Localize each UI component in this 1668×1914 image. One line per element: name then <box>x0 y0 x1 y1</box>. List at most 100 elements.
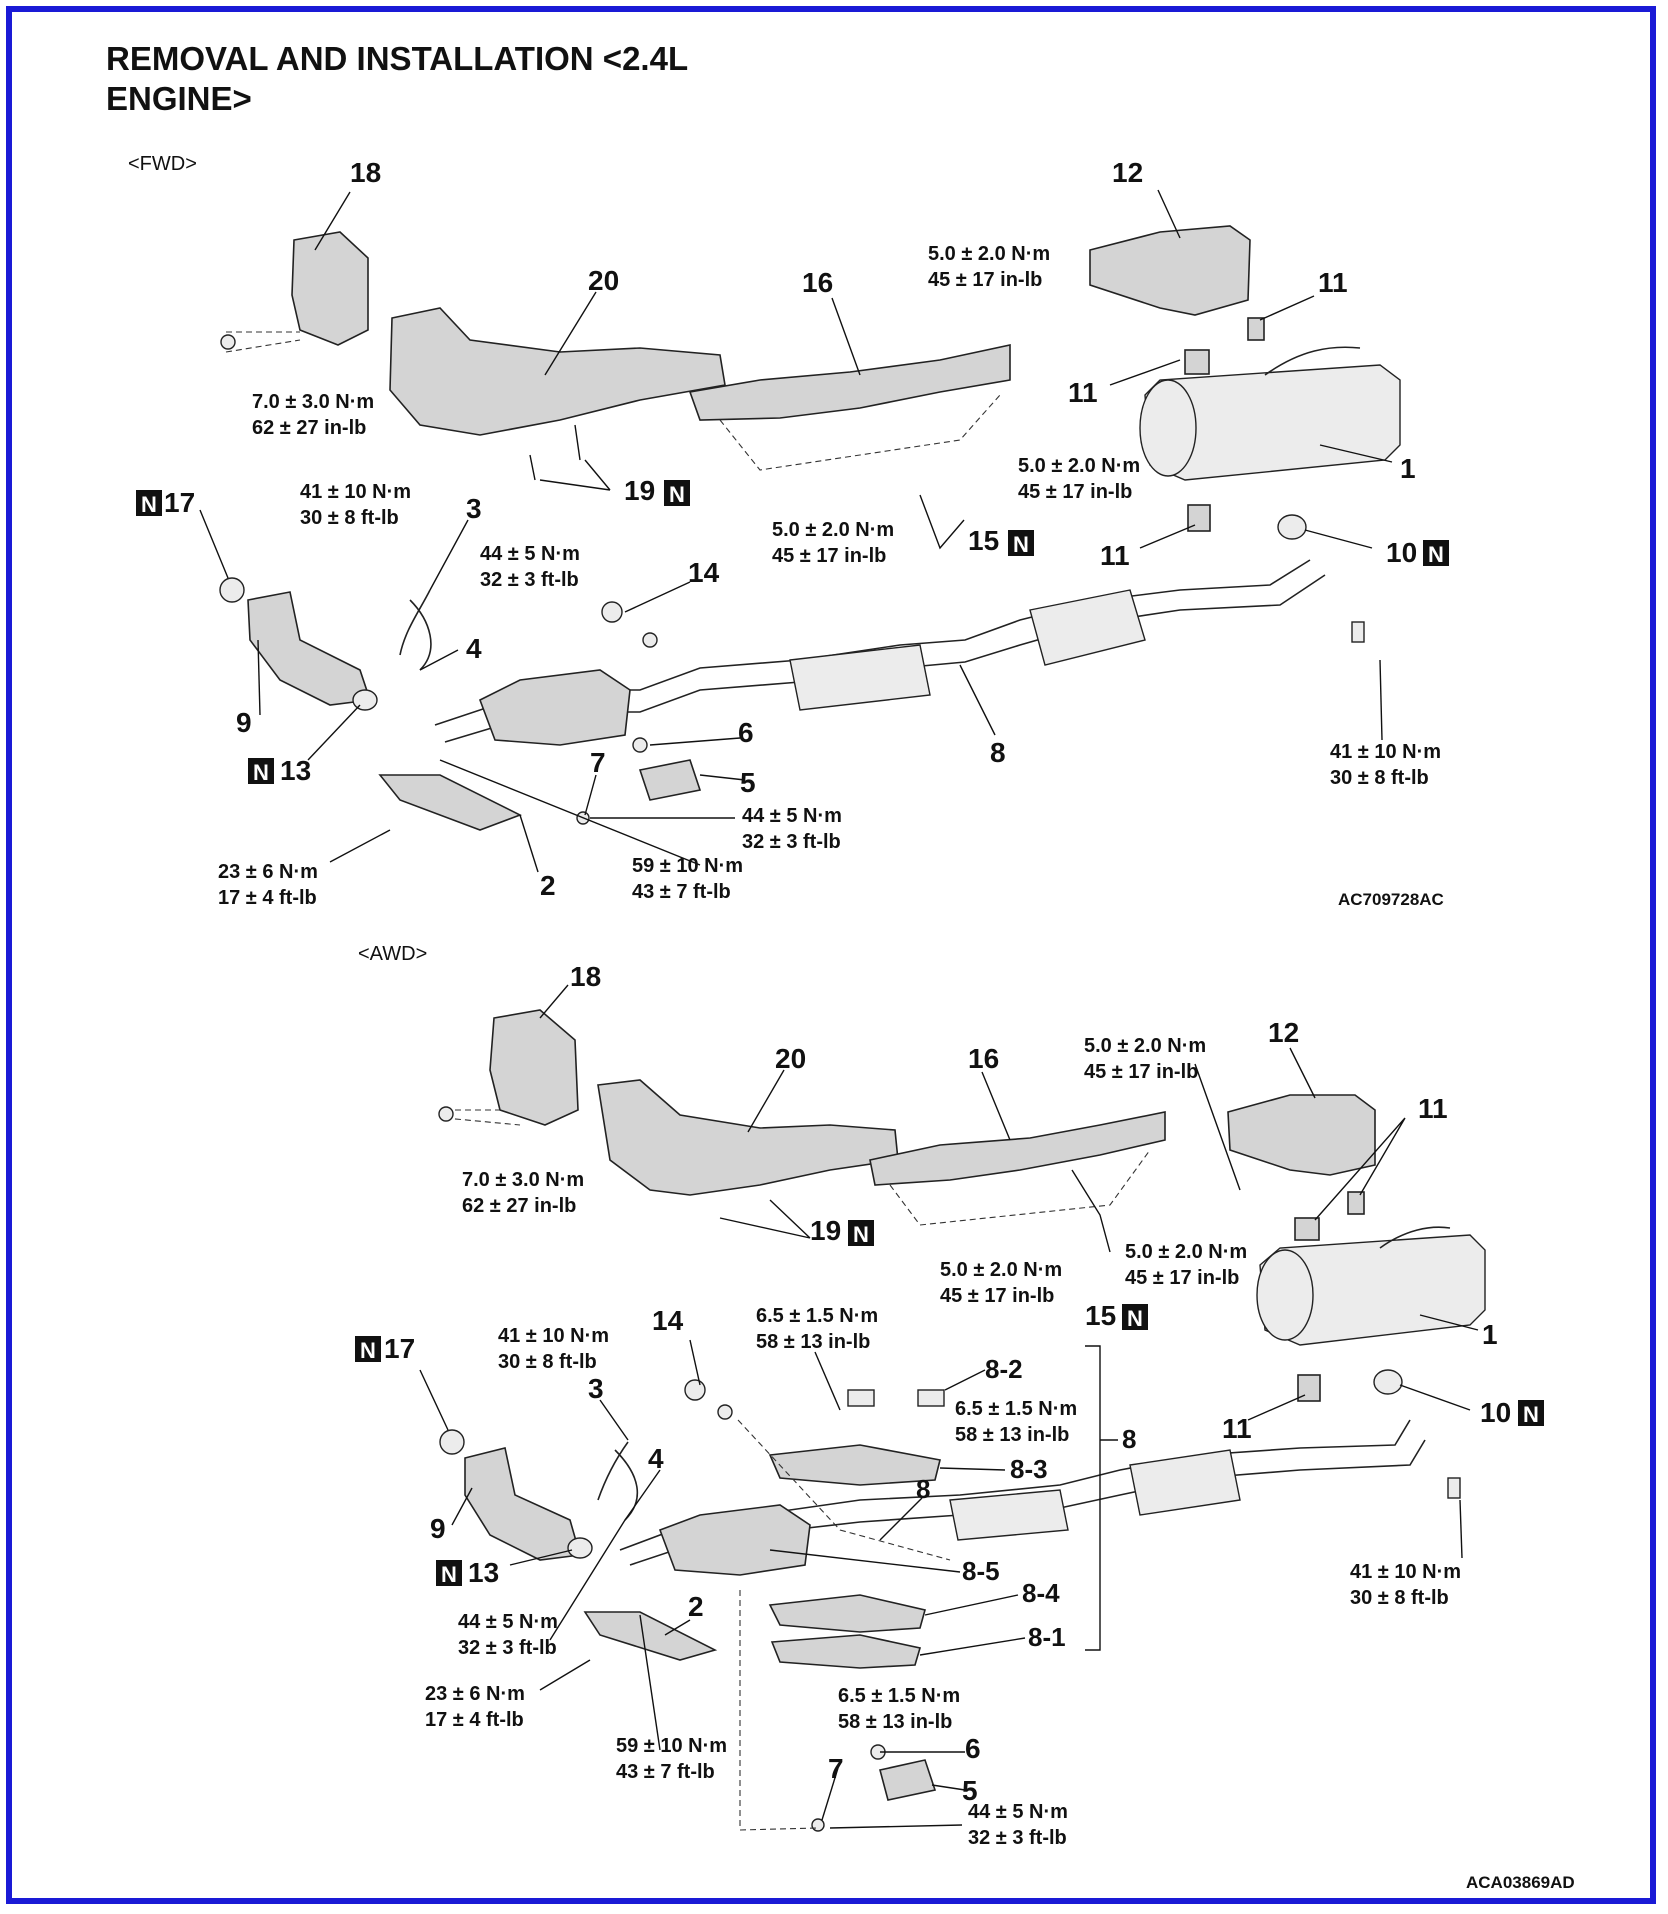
svg-text:N: N <box>1127 1306 1143 1331</box>
fwd-torque-12-nm: 5.0 ± 2.0 N·m <box>928 243 1050 265</box>
fwd-hanger-14-washer <box>642 632 658 648</box>
awd-callout-8-5: 8-5 <box>962 1556 1000 1586</box>
fwd-lead-7 <box>584 774 597 816</box>
fwd-torque-2-nm: 23 ± 6 N·m <box>218 861 318 883</box>
fwd-oxygen-sensor-3-wire <box>399 589 431 656</box>
fwd-lead-16 <box>831 297 861 376</box>
fwd-lead-14 <box>624 581 691 613</box>
awd-callout-14: 14 <box>652 1305 684 1336</box>
fwd-bracket-2 <box>378 774 522 831</box>
fwd-lead-4 <box>419 649 459 671</box>
fwd-callout-11-lower: 11 <box>1100 540 1130 571</box>
fwd-oxygen-sensor-4-wire <box>409 599 432 671</box>
awd-callout-11-upper: 11 <box>1418 1093 1448 1124</box>
awd-torque-5-nm: 44 ± 5 N·m <box>968 1801 1068 1823</box>
awd-spring-bolt <box>1447 1477 1461 1499</box>
fwd-lead-2 <box>519 814 539 873</box>
fwd-section-label: <FWD> <box>128 153 197 175</box>
awd-oxygen-sensor-3-wire <box>597 1441 629 1501</box>
awd-lead-7-torque <box>639 1614 661 1751</box>
fwd-18-guide <box>225 331 301 353</box>
awd-lead-11-lower <box>1247 1394 1306 1421</box>
awd-callout-8-4: 8-4 <box>1022 1578 1060 1608</box>
fwd-front-pipe-9 <box>247 591 372 706</box>
svg-text:N: N <box>141 492 157 517</box>
fwd-callout-1: 1 <box>1400 453 1416 484</box>
awd-callout-8b: 8 <box>916 1474 930 1504</box>
awd-heat-protector-8-1 <box>770 1634 922 1669</box>
fwd-torque-12-inlb: 45 ± 17 in-lb <box>928 269 1042 291</box>
fwd-18-bolt <box>220 334 236 350</box>
awd-lead-5-torque <box>829 1824 963 1829</box>
fwd-lead-1 <box>1319 444 1393 463</box>
fwd-bracket-5 <box>638 759 702 801</box>
fwd-callout-18: 18 <box>350 157 381 188</box>
fwd-torque-4-nm: 44 ± 5 N·m <box>480 543 580 565</box>
awd-lead-12 <box>1289 1047 1316 1099</box>
fwd-callout-11-right: 11 <box>1318 267 1348 298</box>
awd-clamp-8-2a <box>847 1389 875 1407</box>
awd-lead-4 <box>549 1469 661 1641</box>
awd-lead-15 <box>1071 1169 1111 1253</box>
fwd-lead-2-torque <box>329 829 391 863</box>
awd-torque-10-ftlb: 30 ± 8 ft-lb <box>1350 1587 1449 1609</box>
awd-hanger-11-lower <box>1297 1374 1321 1402</box>
awd-heat-protector-8-3 <box>768 1444 941 1486</box>
awd-heat-protector-8-4 <box>768 1594 926 1633</box>
fwd-torque-15-inlb: 45 ± 17 in-lb <box>1018 481 1132 503</box>
fwd-torque-5-ftlb: 32 ± 3 ft-lb <box>742 831 841 853</box>
awd-new-badge-17: N <box>355 1336 381 1363</box>
awd-callout-5: 5 <box>962 1775 978 1806</box>
fwd-lead-15 <box>919 494 965 550</box>
fwd-rear-resonator <box>1029 589 1146 666</box>
awd-group-bracket-8 <box>1085 1345 1118 1651</box>
awd-torque-15-nm: 5.0 ± 2.0 N·m <box>1125 1241 1247 1263</box>
awd-callout-2: 2 <box>688 1591 704 1622</box>
awd-torque-18-inlb: 62 ± 27 in-lb <box>462 1195 576 1217</box>
fwd-muffler-hanger-rod <box>1264 346 1361 376</box>
awd-dash-14 <box>737 1419 951 1561</box>
awd-new-badge-19: N <box>848 1220 874 1247</box>
awd-torque-5-ftlb: 32 ± 3 ft-lb <box>968 1827 1067 1849</box>
fwd-callout-10: 10 <box>1386 537 1417 568</box>
fwd-lead-3 <box>429 519 469 591</box>
awd-gasket-10 <box>1373 1369 1403 1395</box>
fwd-torque-3-nm: 41 ± 10 N·m <box>300 481 411 503</box>
awd-gasket-13 <box>567 1537 593 1559</box>
fwd-hanger-11-right <box>1247 317 1265 341</box>
awd-torque-12-inlb: 45 ± 17 in-lb <box>1084 1061 1198 1083</box>
fwd-hanger-11-upper <box>1184 349 1210 375</box>
fwd-callout-8: 8 <box>990 737 1006 768</box>
awd-lead-8-5 <box>769 1549 961 1573</box>
awd-callout-3: 3 <box>588 1373 604 1404</box>
awd-lead-8-3 <box>939 1467 1006 1471</box>
fwd-gasket-10 <box>1277 514 1307 540</box>
awd-callout-10: 10 <box>1480 1397 1511 1428</box>
fwd-torque-16-inlb: 45 ± 17 in-lb <box>772 545 886 567</box>
fwd-callout-11-upper: 11 <box>1068 377 1098 408</box>
fwd-front-heat-shield <box>291 231 369 346</box>
awd-torque-12-nm: 5.0 ± 2.0 N·m <box>1084 1035 1206 1057</box>
awd-hanger-14 <box>684 1379 706 1401</box>
awd-bracket-5 <box>879 1759 937 1801</box>
awd-callout-15: 15 <box>1085 1300 1116 1331</box>
awd-callout-13: 13 <box>468 1557 499 1588</box>
fwd-gasket-13 <box>352 689 378 711</box>
awd-torque-4-ftlb: 32 ± 3 ft-lb <box>458 1637 557 1659</box>
awd-torque-16-inlb: 45 ± 17 in-lb <box>940 1285 1054 1307</box>
awd-torque-3-nm: 41 ± 10 N·m <box>498 1325 609 1347</box>
fwd-callout-4: 4 <box>466 633 482 664</box>
awd-lead-10 <box>1399 1384 1471 1411</box>
svg-text:N: N <box>1013 532 1029 557</box>
fwd-lead-12 <box>1157 189 1181 239</box>
awd-lead-8b <box>879 1497 923 1541</box>
awd-gasket-17 <box>439 1429 465 1455</box>
awd-torque-82-inlb: 58 ± 13 in-lb <box>756 1331 870 1353</box>
awd-torque-81-inlb: 58 ± 13 in-lb <box>838 1711 952 1733</box>
fwd-torque-16-nm: 5.0 ± 2.0 N·m <box>772 519 894 541</box>
fwd-callout-2: 2 <box>540 870 556 901</box>
awd-lead-5 <box>931 1784 966 1791</box>
awd-center-resonator <box>949 1489 1069 1541</box>
awd-diagram-code: ACA03869AD <box>1466 1873 1575 1892</box>
